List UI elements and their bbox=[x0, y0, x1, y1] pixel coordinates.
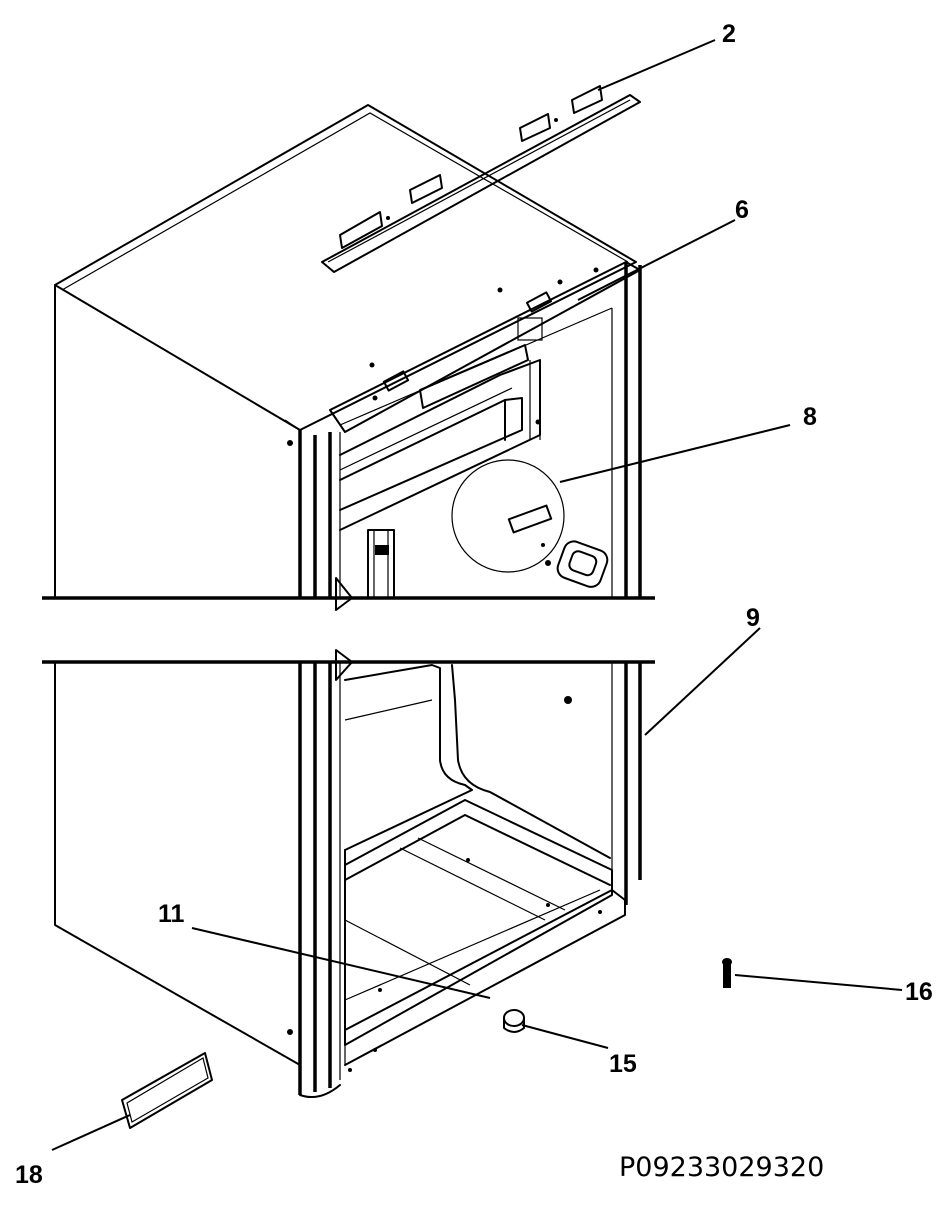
front-right-post bbox=[611, 262, 642, 905]
callout-8: 8 bbox=[803, 403, 817, 431]
callout-6: 6 bbox=[735, 196, 749, 224]
lower-interior bbox=[287, 649, 626, 1072]
cabinet-shell bbox=[54, 104, 637, 1066]
callout-11: 11 bbox=[158, 900, 185, 928]
front-left-post bbox=[298, 430, 341, 1098]
upper-interior bbox=[335, 359, 609, 611]
leader-lines bbox=[51, 39, 903, 1151]
callout-15: 15 bbox=[609, 1050, 637, 1078]
callout-labels: 2 6 8 9 11 15 16 18 bbox=[15, 20, 933, 1189]
callout-2: 2 bbox=[722, 20, 736, 48]
top-hinge-bracket bbox=[321, 85, 641, 273]
break-lines bbox=[42, 596, 655, 664]
cover-plate bbox=[121, 1052, 213, 1129]
document-id: P09233029320 bbox=[619, 1152, 824, 1183]
callout-16: 16 bbox=[905, 978, 933, 1006]
leveling-foot bbox=[503, 1009, 525, 1033]
callout-9: 9 bbox=[746, 604, 760, 632]
screw-part bbox=[722, 958, 732, 988]
callout-18: 18 bbox=[15, 1161, 43, 1189]
top-front-rail bbox=[287, 261, 641, 446]
